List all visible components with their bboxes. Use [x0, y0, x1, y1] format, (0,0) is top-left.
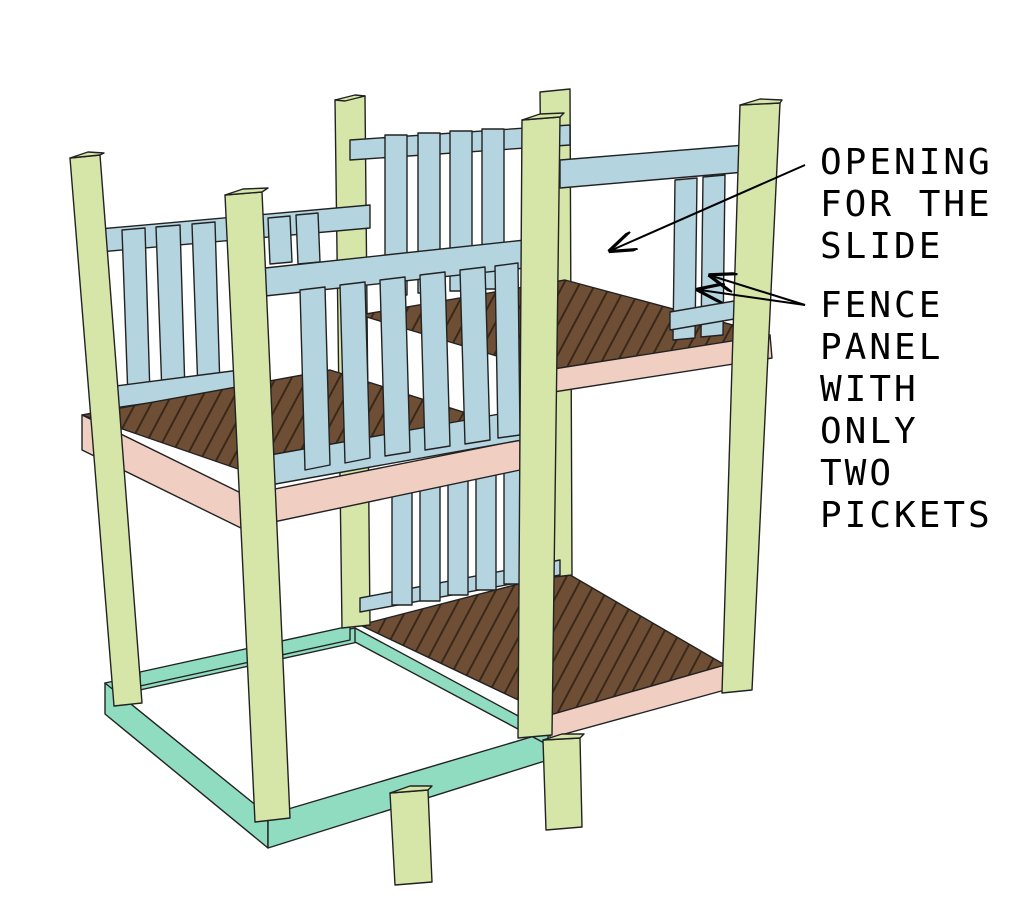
- annotation-line: TWO: [820, 453, 895, 494]
- two-picket-fence-panel: [669, 174, 741, 341]
- footing-stubs: [389, 733, 585, 886]
- annotation-line: SLIDE: [820, 226, 944, 267]
- annotation-opening-for-slide: OPENING FOR THE SLIDE: [820, 142, 993, 268]
- back-fence-lower: [359, 453, 561, 613]
- annotation-line: ONLY: [820, 411, 919, 452]
- front-posts: [69, 98, 783, 823]
- annotation-line: PICKETS: [820, 495, 993, 536]
- front-fence-panel: [264, 239, 526, 486]
- annotation-line: FOR THE: [820, 184, 993, 225]
- annotation-line: PANEL: [820, 327, 944, 368]
- annotation-line: OPENING: [820, 142, 993, 183]
- arrow-icon: [712, 276, 806, 306]
- arrow-icon: [612, 164, 806, 250]
- left-back-fence: [87, 204, 371, 411]
- annotation-line: WITH: [820, 369, 919, 410]
- annotation-fence-panel: FENCE PANEL WITH ONLY TWO PICKETS: [820, 285, 993, 537]
- annotation-line: FENCE: [820, 285, 944, 326]
- annotation-arrows: [612, 164, 806, 306]
